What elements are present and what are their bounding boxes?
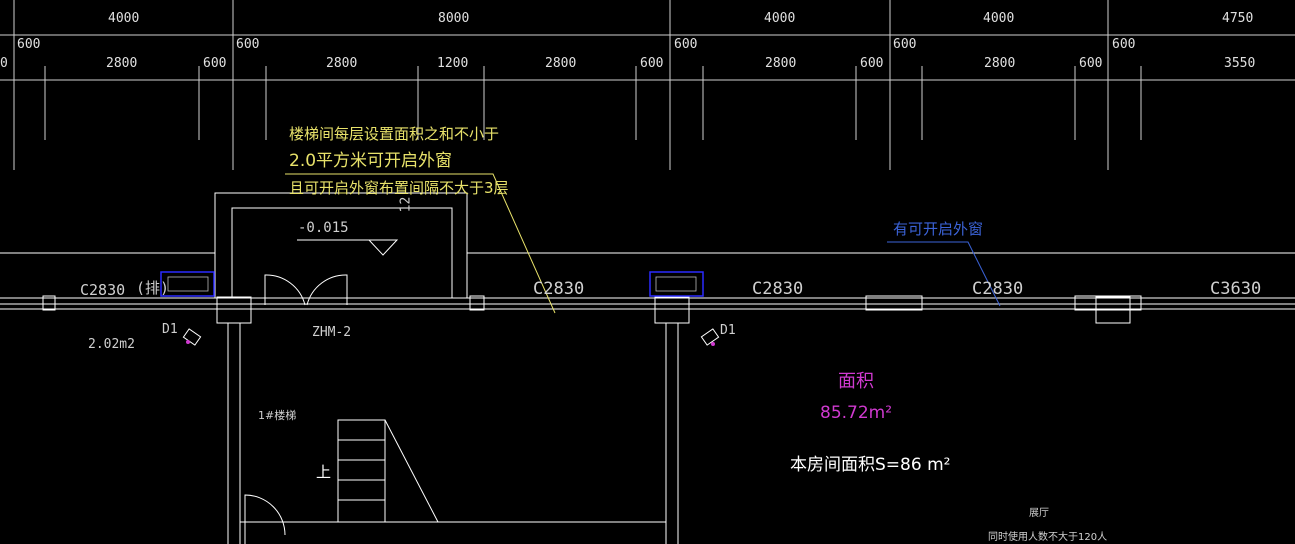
dim-600-d: 600 <box>893 37 917 52</box>
pai-label: (排) <box>136 279 170 297</box>
window-label-c2830-b: C2830 <box>533 279 585 299</box>
dim-row2-2: 600 <box>203 56 227 71</box>
stair-note-line2[interactable]: 2.0平方米可开启外窗 <box>289 151 453 171</box>
dim-600-e: 600 <box>1112 37 1136 52</box>
d1-markers <box>186 340 715 346</box>
occupancy-note: 同时使用人数不大于120人 <box>988 532 1108 543</box>
dim-top-1: 4000 <box>108 11 140 26</box>
dim-row2-5: 2800 <box>545 56 577 71</box>
window-label-c2830-c: C2830 <box>752 279 804 299</box>
d1-devices <box>182 328 720 346</box>
dim-row2-6: 600 <box>640 56 664 71</box>
dim-600-c: 600 <box>674 37 698 52</box>
d1-label-left: D1 <box>162 322 178 337</box>
d1-label-right: D1 <box>720 323 736 338</box>
dim-top-2: 8000 <box>438 11 470 26</box>
door-label: ZHM-2 <box>312 325 352 340</box>
dim-row2-11: 3550 <box>1224 56 1256 71</box>
window-note[interactable]: 有可开启外窗 <box>893 220 984 238</box>
dim-row2-10: 600 <box>1079 56 1103 71</box>
dim-edge-zero: 0 <box>0 56 8 71</box>
building-walls <box>0 192 1295 544</box>
leader-lines <box>285 173 1001 314</box>
area-value[interactable]: 85.72m² <box>820 403 893 423</box>
equipment-boxes[interactable] <box>160 271 704 297</box>
window-label-c3630: C3630 <box>1210 279 1262 299</box>
hall-label: 展厅 <box>1029 508 1049 519</box>
area-title[interactable]: 面积 <box>838 371 874 392</box>
stair-note-line3[interactable]: 且可开启外窗布置间隔不大于3层 <box>289 179 509 197</box>
dim-600-a: 600 <box>17 37 41 52</box>
dim-row2-4: 1200 <box>437 56 469 71</box>
stair-name-label: 1#楼梯 <box>258 409 297 422</box>
dimension-lines <box>0 0 1295 170</box>
stair-note-line1[interactable]: 楼梯间每层设置面积之和不小于 <box>289 125 500 143</box>
dim-top-3: 4000 <box>764 11 796 26</box>
level-label: -0.015 <box>298 220 349 236</box>
dim-row2-7: 2800 <box>765 56 797 71</box>
dim-row2-8: 600 <box>860 56 884 71</box>
dim-row2-1: 2800 <box>106 56 138 71</box>
dim-top-4: 4000 <box>983 11 1015 26</box>
dim-top-5: 4750 <box>1222 11 1254 26</box>
up-label: 上 <box>316 463 332 481</box>
equipment-hatch <box>167 276 697 292</box>
area-left-label: 2.02m2 <box>88 337 135 352</box>
dim-600-b: 600 <box>236 37 260 52</box>
stair-number-label: 12 <box>398 196 414 213</box>
dim-row2-3: 2800 <box>326 56 358 71</box>
dim-row2-9: 2800 <box>984 56 1016 71</box>
window-label-c2830-a: C2830 <box>80 281 126 299</box>
room-area-text[interactable]: 本房间面积S=86 m² <box>790 455 951 475</box>
window-label-c2830-d: C2830 <box>972 279 1024 299</box>
